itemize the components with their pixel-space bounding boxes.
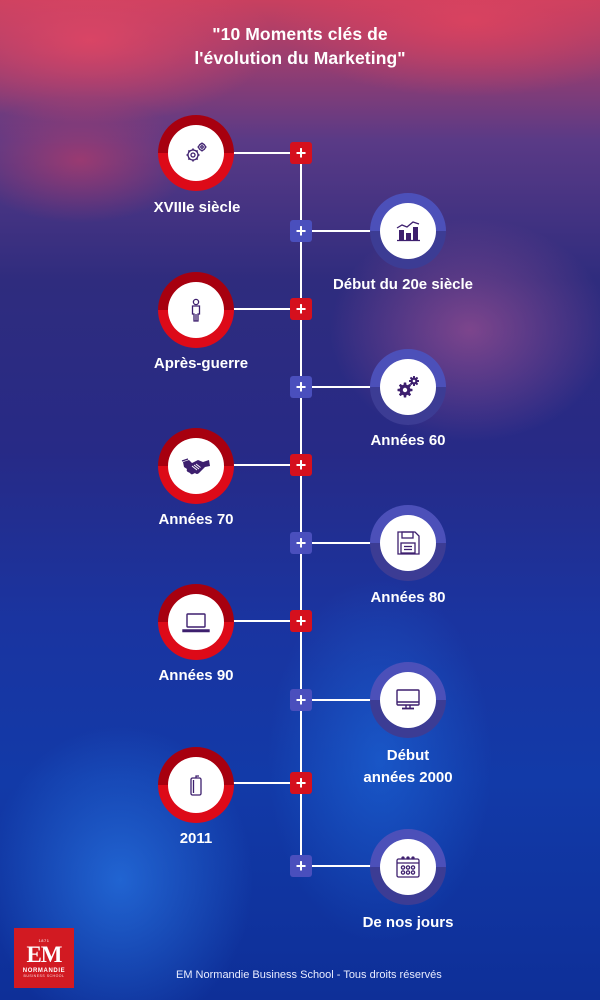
timeline-axis <box>300 153 302 866</box>
connector-line <box>301 230 371 232</box>
logo-name: NORMANDIE <box>22 968 66 974</box>
milestone-label-line-2: années 2000 <box>363 769 453 786</box>
plus-icon: + <box>295 611 307 631</box>
expand-button-xviiie[interactable]: + <box>290 142 312 164</box>
milestone-circle-apres-guerre[interactable] <box>158 272 234 348</box>
plus-icon: + <box>295 377 307 397</box>
expand-button-debut-2000[interactable]: + <box>290 689 312 711</box>
milestone-label: 2011 <box>179 830 213 847</box>
expand-button-annees-90[interactable]: + <box>290 610 312 632</box>
plus-icon: + <box>295 143 307 163</box>
milestone-label-line-1: Début <box>386 747 430 764</box>
milestone-label: Début du 20e siècle <box>332 276 474 293</box>
milestone-label: Années 90 <box>158 667 234 684</box>
monitor-icon <box>396 689 420 710</box>
plus-icon: + <box>295 690 307 710</box>
connector-line <box>301 542 371 544</box>
plus-icon: + <box>295 299 307 319</box>
logo-subtitle: BUSINESS SCHOOL <box>23 974 65 978</box>
milestone-label: Après-guerre <box>153 355 249 372</box>
copyright-footer: EM Normandie Business School - Tous droi… <box>176 969 442 981</box>
connector-line <box>232 464 300 466</box>
laptop-icon <box>182 613 210 633</box>
title-line-1: "10 Moments clés de <box>212 24 388 44</box>
milestone-circle-annees-90[interactable] <box>158 584 234 660</box>
expand-button-2011[interactable]: + <box>290 772 312 794</box>
plus-icon: + <box>295 856 307 876</box>
plus-icon: + <box>295 455 307 475</box>
logo-letters: EM <box>26 942 62 967</box>
person-icon <box>191 298 201 322</box>
expand-button-20e[interactable]: + <box>290 220 312 242</box>
expand-button-de-nos-jours[interactable]: + <box>290 855 312 877</box>
expand-button-annees-60[interactable]: + <box>290 376 312 398</box>
gears-solid-icon <box>397 376 419 398</box>
connector-line <box>232 782 300 784</box>
milestone-circle-annees-60[interactable] <box>370 349 446 425</box>
milestone-circle-xviiie[interactable] <box>158 115 234 191</box>
plus-icon: + <box>295 773 307 793</box>
milestone-circle-20e[interactable] <box>370 193 446 269</box>
milestone-label: Début années 2000 <box>340 745 476 789</box>
expand-button-annees-80[interactable]: + <box>290 532 312 554</box>
connector-line <box>232 308 300 310</box>
connector-line <box>301 865 371 867</box>
milestone-circle-de-nos-jours[interactable] <box>370 829 446 905</box>
milestone-circle-2011[interactable] <box>158 747 234 823</box>
floppy-disk-icon <box>397 531 420 555</box>
milestone-label: XVIIIe siècle <box>153 199 241 216</box>
milestone-label: Années 70 <box>158 511 234 528</box>
milestone-circle-debut-2000[interactable] <box>370 662 446 738</box>
milestone-circle-annees-80[interactable] <box>370 505 446 581</box>
logo-year: 1871 <box>38 938 50 943</box>
handshake-icon <box>181 458 210 475</box>
em-normandie-logo: 1871 EM NORMANDIE BUSINESS SCHOOL <box>14 928 74 988</box>
bar-chart-icon <box>396 221 420 242</box>
plus-icon: + <box>295 221 307 241</box>
infographic-title: "10 Moments clés de l'évolution du Marke… <box>0 22 600 70</box>
smartphone-icon <box>190 775 202 796</box>
connector-line <box>301 699 371 701</box>
expand-button-annees-70[interactable]: + <box>290 454 312 476</box>
expand-button-apres-guerre[interactable]: + <box>290 298 312 320</box>
title-line-2: l'évolution du Marketing" <box>194 48 406 68</box>
plus-icon: + <box>295 533 307 553</box>
gears-outline-icon <box>186 142 207 162</box>
calendar-icon <box>396 856 420 878</box>
milestone-label: Années 60 <box>370 432 446 449</box>
connector-line <box>232 620 300 622</box>
milestone-label: De nos jours <box>362 914 454 931</box>
milestone-circle-annees-70[interactable] <box>158 428 234 504</box>
connector-line <box>301 386 371 388</box>
connector-line <box>232 152 300 154</box>
milestone-label: Années 80 <box>370 589 446 606</box>
